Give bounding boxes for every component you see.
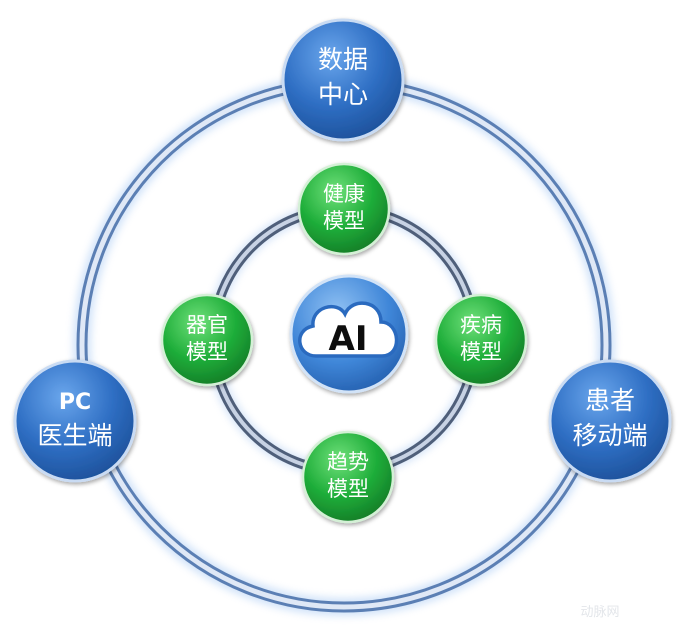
node-label-line: 模型	[323, 209, 365, 233]
node-trend-model: 趋势 模型	[301, 430, 395, 524]
node-health-model: 健康 模型	[297, 162, 391, 256]
node-label-line: 器官	[186, 313, 228, 337]
watermark-text: 动脉网	[580, 605, 619, 620]
node-label-line: 中心	[318, 80, 368, 109]
node-data-center: 数据 中心	[281, 18, 405, 142]
node-label-line: 模型	[460, 340, 502, 364]
node-disease-model: 疾病 模型	[434, 293, 528, 387]
node-label-line: 疾病	[460, 313, 502, 337]
node-organ-model: 器官 模型	[160, 293, 254, 387]
node-label-line: 数据	[318, 45, 368, 74]
node-label-line: 患者	[585, 386, 635, 415]
node-label-line: 趋势	[327, 450, 369, 474]
node-label-line: 移动端	[572, 421, 647, 450]
node-label-line: 医生端	[37, 421, 112, 450]
node-label-line: 模型	[186, 340, 228, 364]
node-label-line: 健康	[323, 182, 365, 206]
ai-label: AI	[329, 319, 368, 359]
node-label-line: PC	[59, 390, 91, 415]
node-patient-mobile: 患者 移动端	[548, 359, 672, 483]
cloud-icon	[298, 301, 399, 358]
node-pc-doctor: PC 医生端	[13, 359, 137, 483]
node-ai-center: AI	[289, 274, 409, 394]
node-label-line: 模型	[327, 477, 369, 501]
